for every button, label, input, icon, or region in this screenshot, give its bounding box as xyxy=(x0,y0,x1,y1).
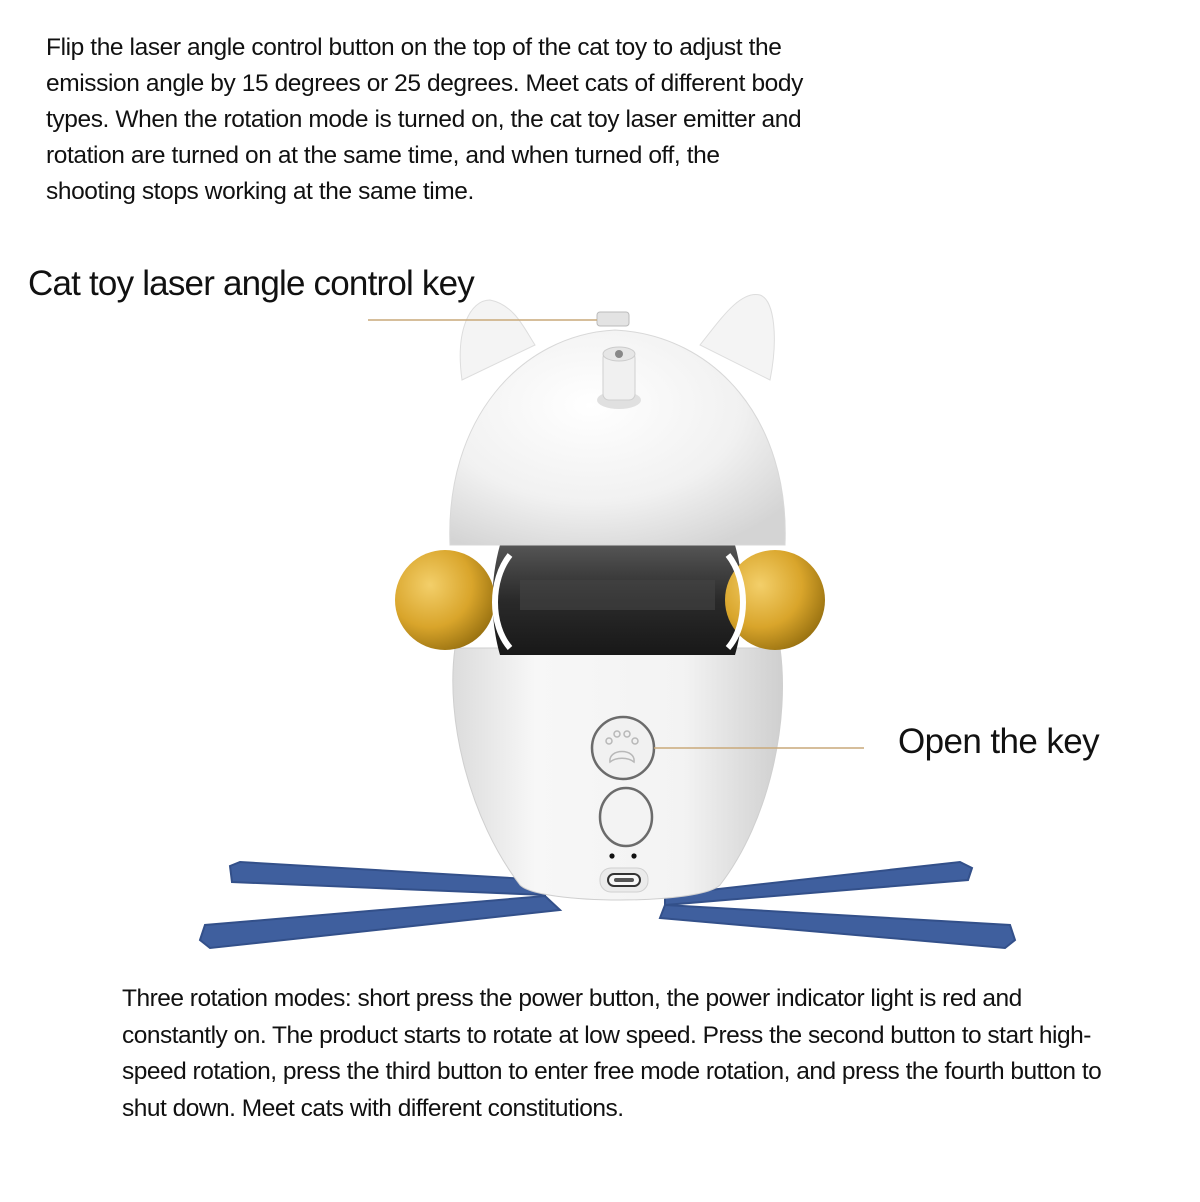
laser-emitter xyxy=(597,346,641,409)
usb-c-port xyxy=(599,867,649,893)
indicator-light-left xyxy=(609,853,615,859)
paw-power-button xyxy=(590,715,656,781)
left-ball xyxy=(395,550,495,650)
open-key-callout: Open the key xyxy=(898,722,1100,761)
modes-paragraph: Three rotation modes: short press the po… xyxy=(122,985,1102,1122)
paw-icon xyxy=(605,730,639,764)
right-ball xyxy=(725,550,825,650)
cross-stand xyxy=(198,860,1017,950)
indicator-light-right xyxy=(631,853,637,859)
laser-angle-key-callout: Cat toy laser angle control key xyxy=(28,264,475,303)
second-button xyxy=(598,786,654,848)
upper-shell xyxy=(449,329,786,546)
right-ear xyxy=(699,294,775,381)
laser-angle-key xyxy=(596,311,630,327)
intro-paragraph: Flip the laser angle control button on t… xyxy=(46,34,803,205)
